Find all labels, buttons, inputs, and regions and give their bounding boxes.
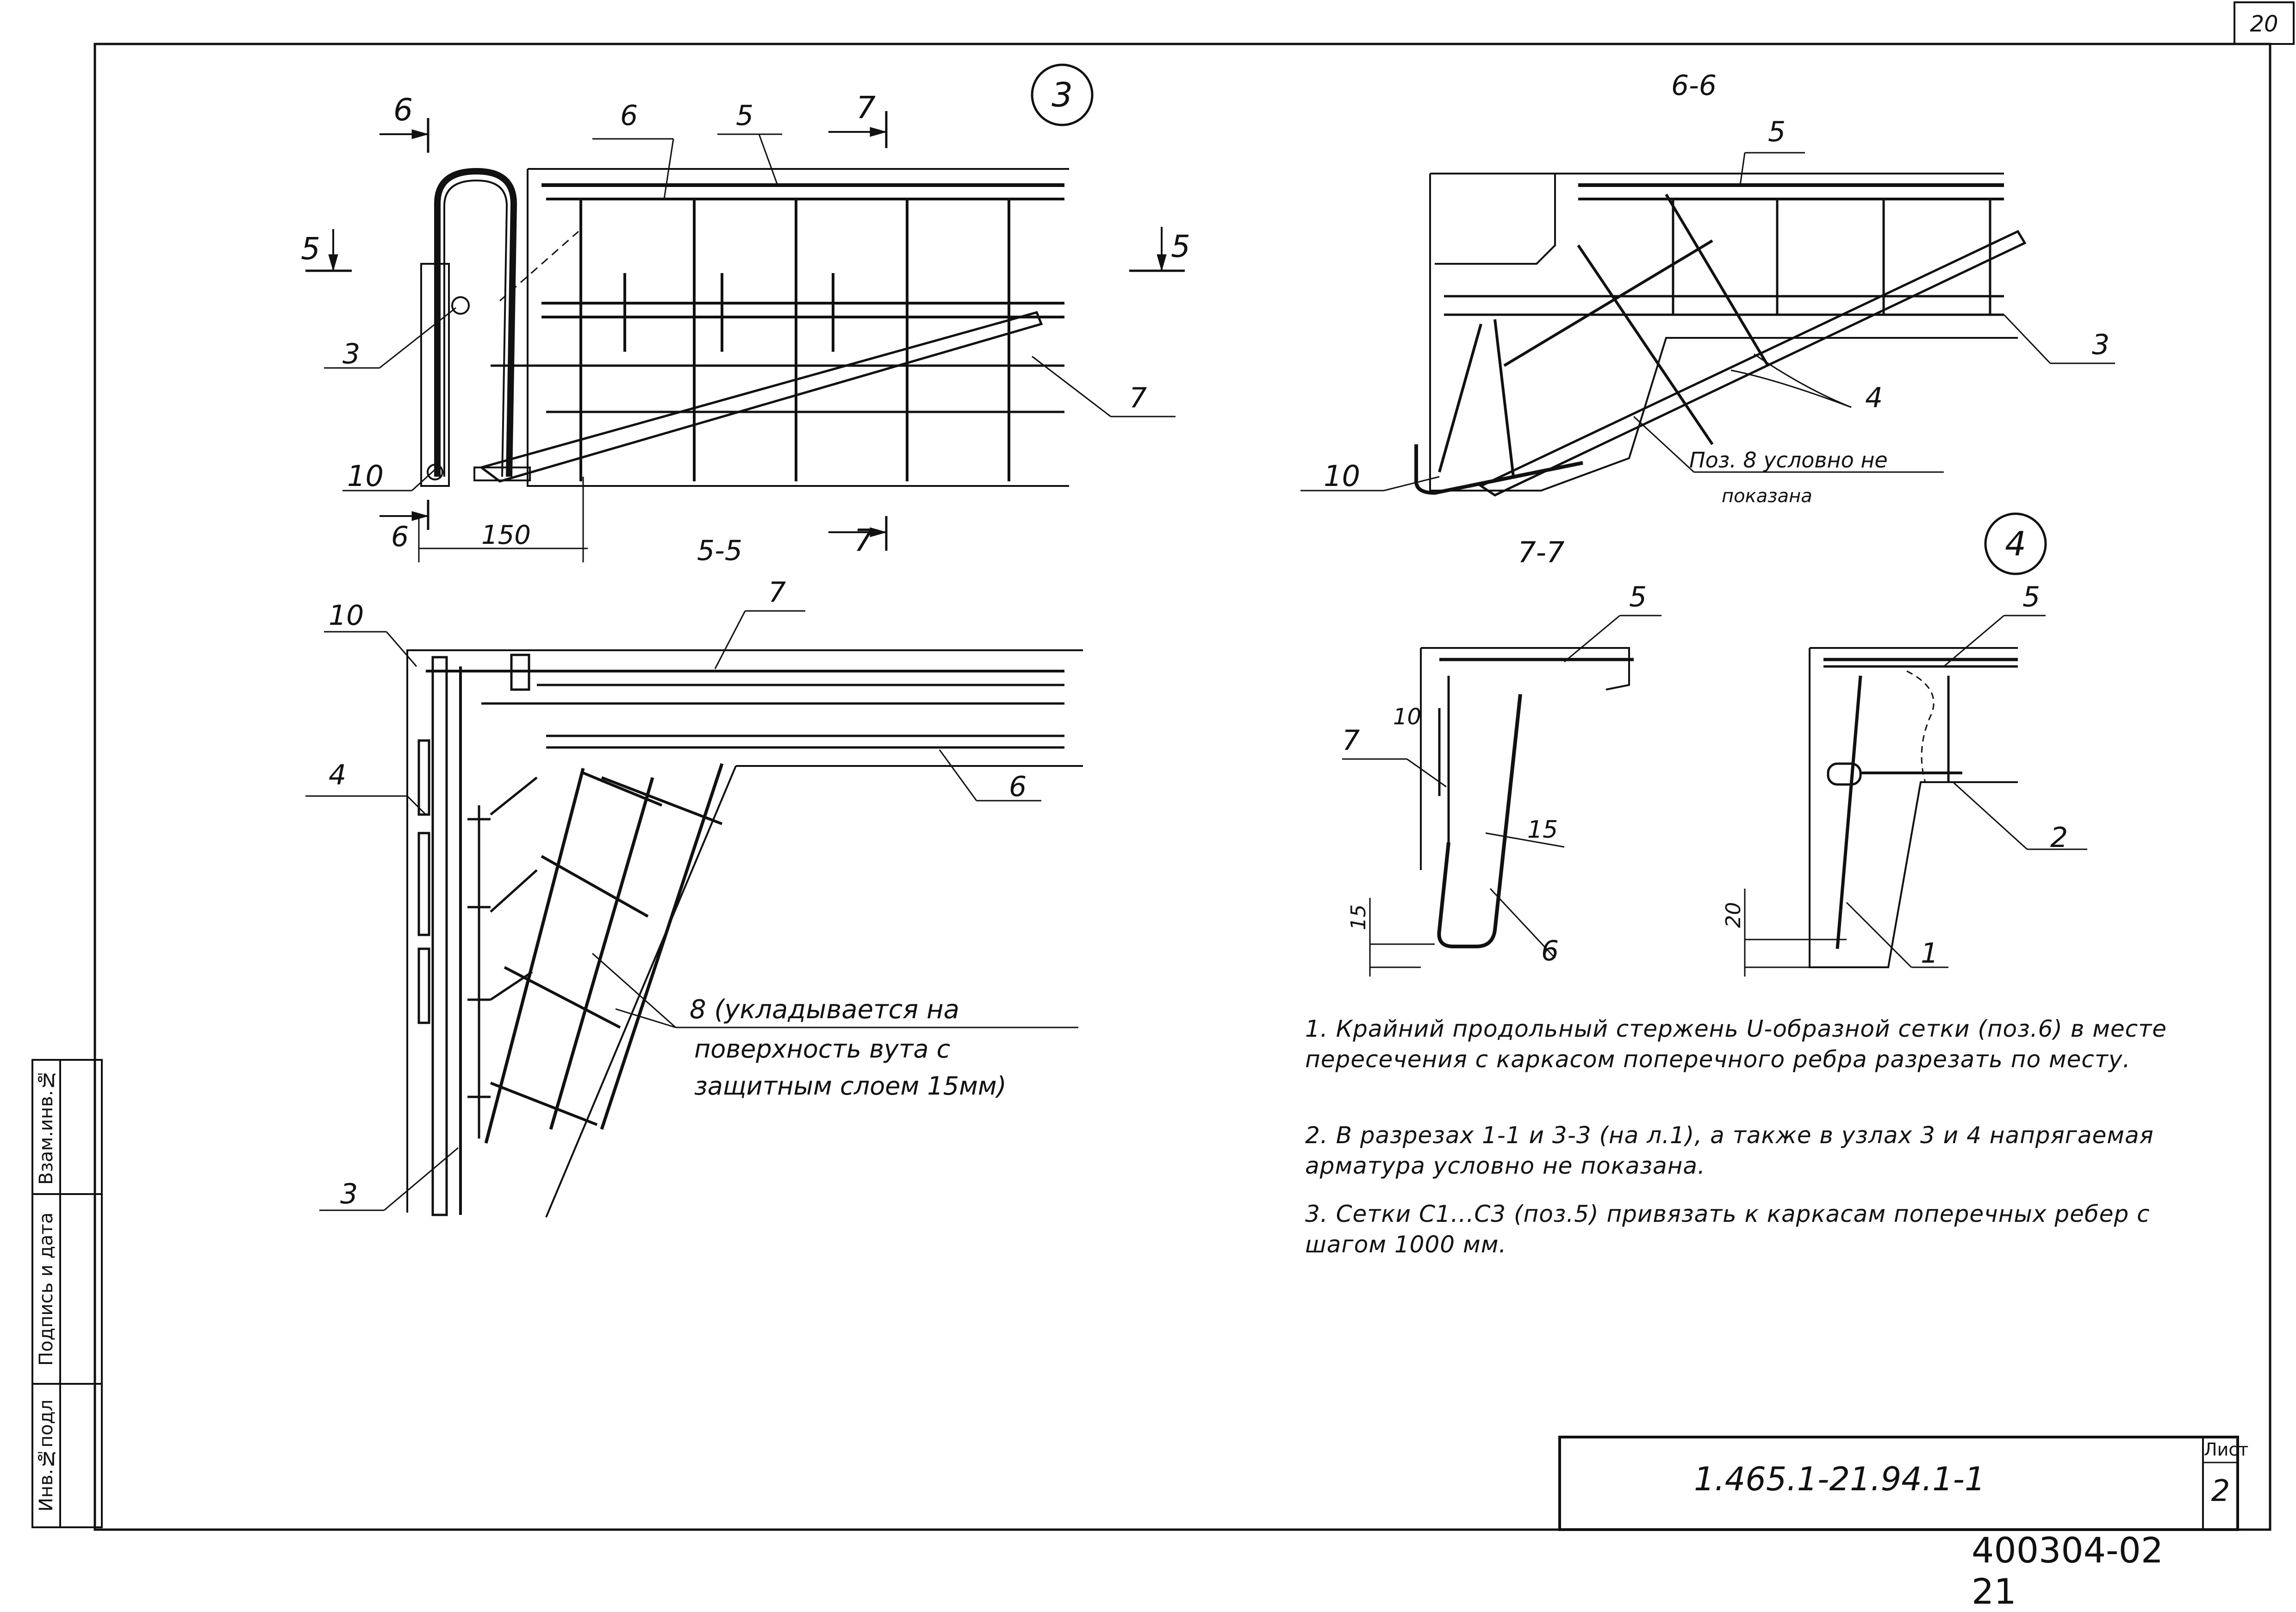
left-stamp (31, 1059, 103, 1528)
section-5-5-pos-10: 10 (329, 599, 364, 632)
node-3-badge: 3 (1052, 75, 1073, 114)
archive-number: 400304-02 21 (1972, 1530, 2164, 1612)
node-4-badge: 4 (2005, 524, 2026, 563)
section-5-5-pos-7: 7 (768, 576, 786, 609)
section-6-6-labels: 6-6 5 3 4 10 Поз. 8 условно не показана (1324, 69, 2109, 507)
section-6-6-title: 6-6 (1671, 69, 1717, 102)
section-5-5-pos-6: 6 (1009, 771, 1027, 803)
section-7-7-title: 7-7 (1518, 535, 1564, 569)
node-4-view (1744, 512, 2087, 977)
node-3-pos-5: 5 (736, 100, 753, 132)
section-6-6-note-line1: Поз. 8 условно не (1689, 448, 1888, 473)
section-6-6-pos-5: 5 (1768, 116, 1786, 148)
node-3-pos-10: 10 (347, 459, 384, 493)
section-7-7-dim-15: 15 (1347, 904, 1370, 930)
sheet-frame (93, 1, 2295, 1531)
sheet-number: 2 (2211, 1474, 2230, 1508)
node-3-cut-7-top: 7 (856, 90, 876, 125)
node-3-cut-6-top: 6 (393, 92, 413, 128)
note-3: 3. Сетки С1...С3 (поз.5) привязать к кар… (1305, 1201, 2150, 1258)
node-3-cut-6-bottom: 6 (391, 521, 409, 553)
section-6-6-pos-4: 4 (1865, 382, 1883, 414)
section-6-6-view (1300, 152, 2115, 497)
node-4-labels: 4 5 2 20 1 (1722, 524, 2068, 970)
section-7-7-view (1342, 615, 1661, 977)
node-3-labels: 3 6 6 7 7 5 5 6 5 3 10 7 150 (301, 75, 1190, 558)
section-5-5-callout-line1: 8 (укладывается на (690, 995, 959, 1025)
section-7-7-labels: 7-7 5 7 10 15 15 6 (1342, 535, 1647, 967)
node-3-pos-7: 7 (1129, 382, 1147, 414)
section-5-5-pos-3: 3 (340, 1178, 358, 1210)
section-7-7-pos-6: 6 (1541, 935, 1559, 967)
section-7-7-pos-7: 7 (1342, 724, 1360, 757)
page-number: 20 (2250, 11, 2278, 37)
title-block (1558, 1436, 2239, 1531)
node-3-pos-6: 6 (620, 100, 638, 132)
note-1: 1. Крайний продольный стержень U-образно… (1305, 1015, 2167, 1073)
section-7-7-pos-5: 5 (1629, 581, 1647, 613)
section-6-6-pos-3: 3 (2092, 329, 2109, 361)
section-5-5-callout-line2: поверхность вута с (694, 1034, 950, 1064)
section-6-6-pos-10: 10 (1324, 459, 1360, 493)
stamp-signature-date: Подпись и дата (36, 1212, 57, 1366)
node-3-view (305, 63, 1185, 562)
node-4-pos-5: 5 (2022, 581, 2040, 613)
stamp-replacement-inventory: Взам.инв.№ (36, 1069, 57, 1185)
node-3-cut-5-left: 5 (301, 231, 320, 267)
node-3-cut-7-bottom: 7 (854, 523, 873, 558)
section-7-7-pos-15: 15 (1527, 816, 1558, 844)
section-5-5-view (305, 610, 1083, 1218)
node-4-dim-20: 20 (1722, 902, 1745, 928)
section-5-5-labels: 5-5 10 7 4 6 3 8 (укладывается на поверх… (329, 535, 1027, 1210)
section-5-5-title: 5-5 (697, 535, 742, 567)
node-3-cut-5-right: 5 (1171, 229, 1190, 264)
sheet-label: Лист (2204, 1439, 2249, 1460)
section-7-7-pos-10: 10 (1393, 704, 1421, 730)
document-code: 1.465.1-21.94.1-1 (1694, 1460, 1985, 1498)
node-4-pos-2: 2 (2050, 822, 2068, 854)
node-3-dim-150: 150 (481, 520, 531, 550)
node-4-pos-1: 1 (1921, 937, 1938, 970)
note-2: 2. В разрезах 1-1 и 3-3 (на л.1), а такж… (1305, 1122, 2154, 1179)
section-5-5-pos-4: 4 (329, 759, 346, 791)
stamp-original-inventory: Инв.№подл (36, 1399, 57, 1512)
section-5-5-callout-line3: защитным слоем 15мм) (694, 1071, 1007, 1101)
node-3-pos-3: 3 (342, 338, 360, 370)
section-6-6-note-line2: показана (1722, 485, 1812, 507)
